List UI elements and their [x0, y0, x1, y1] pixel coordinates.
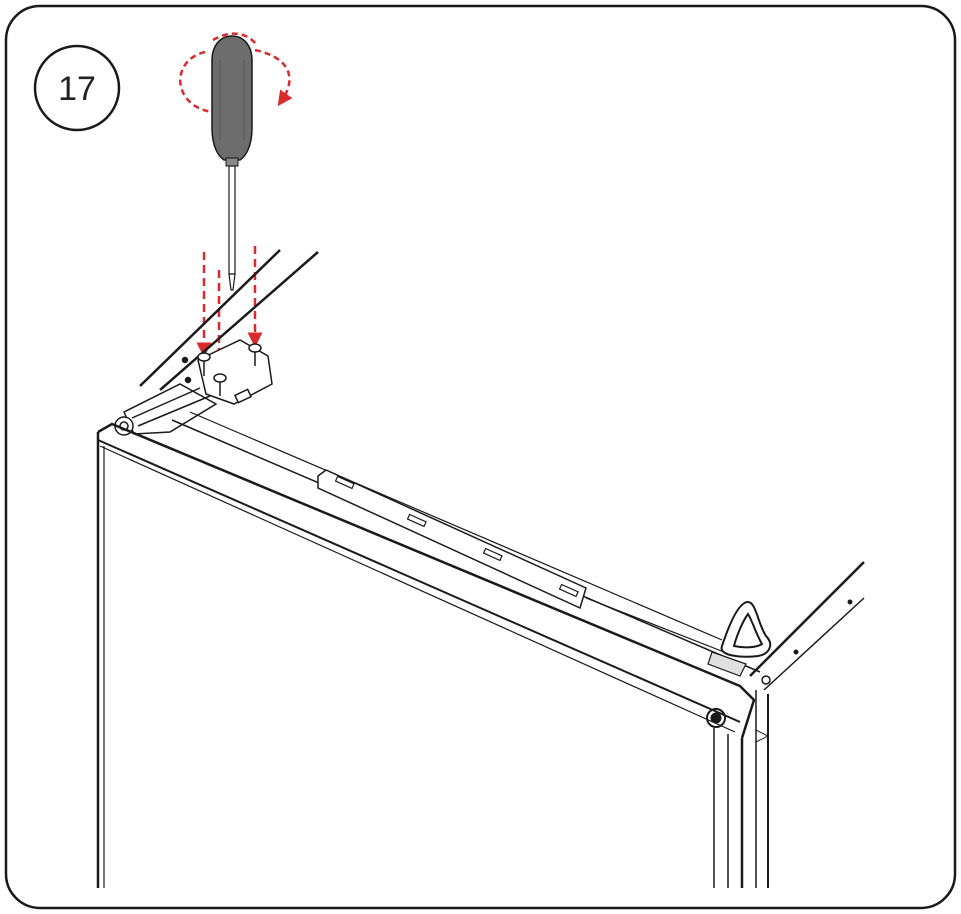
cabinet-top-rails: [139, 249, 319, 391]
rotate-arrow-icon: [179, 32, 293, 114]
step-circle: [33, 44, 121, 132]
screw-icon: [248, 343, 262, 366]
cabinet-top-surface: [171, 411, 761, 677]
panel-border: [4, 4, 957, 910]
corner-stopper: [720, 600, 772, 658]
cabinet-door: [96, 422, 756, 888]
step-badge: 17: [33, 44, 121, 132]
cabinet-right-side: [749, 561, 865, 888]
hinge-bracket: [114, 339, 273, 436]
screw-icon: [197, 352, 211, 376]
screw-icon: [213, 373, 227, 396]
step-number: 17: [58, 70, 96, 108]
screwdriver-icon: [211, 35, 253, 291]
